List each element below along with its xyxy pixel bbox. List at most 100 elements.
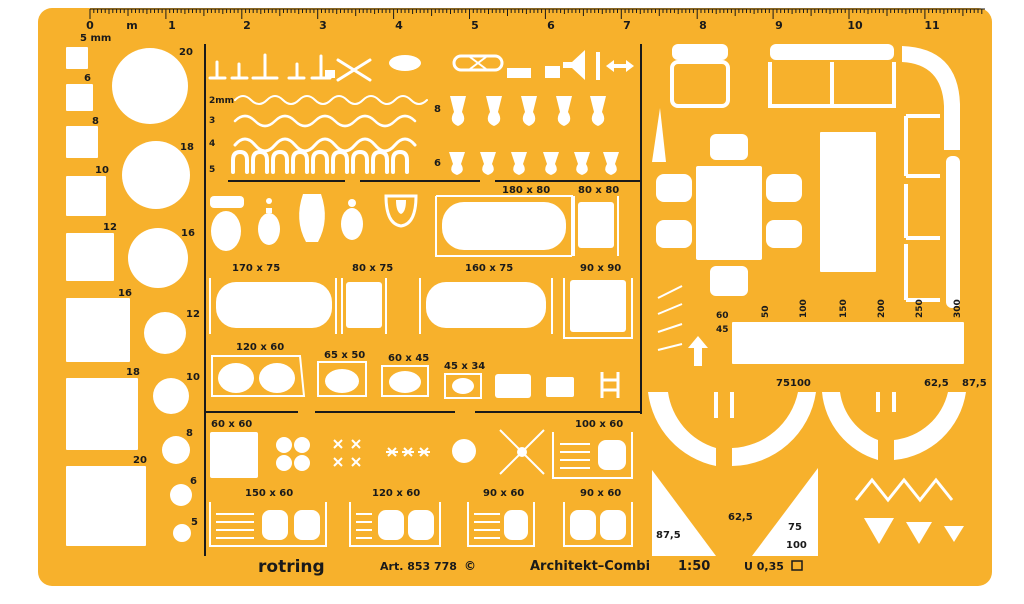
lamp-drop bbox=[603, 152, 619, 175]
wave-4 bbox=[233, 137, 417, 153]
triangle-small bbox=[944, 526, 964, 542]
bottom-label: 75 bbox=[788, 522, 802, 533]
circle-18 bbox=[122, 141, 190, 209]
sink-150x60-frame bbox=[209, 502, 327, 547]
double-sink-basin bbox=[259, 363, 295, 393]
tee-symbol bbox=[251, 53, 279, 80]
dimension-label: 180 x 80 bbox=[502, 185, 550, 196]
chair-bottom bbox=[710, 266, 748, 296]
tap-symbol bbox=[208, 60, 227, 80]
scale-value: 1:50 bbox=[678, 559, 710, 574]
lamp-drop bbox=[511, 152, 527, 175]
scale-label: 60 bbox=[716, 311, 729, 321]
chair-right bbox=[766, 174, 802, 202]
sink-basin bbox=[600, 510, 626, 540]
door-label: 62,5 bbox=[924, 378, 949, 389]
ruler-number: 4 bbox=[395, 19, 403, 32]
hob-ring bbox=[276, 437, 292, 453]
dimension-label: 120 x 60 bbox=[236, 342, 284, 353]
pen-spec-icon bbox=[791, 560, 803, 571]
triangle-cutout bbox=[652, 470, 716, 556]
door-arc-75 bbox=[648, 392, 716, 466]
shower-tray-90x90-frame bbox=[563, 278, 633, 339]
shower-symbol bbox=[384, 194, 418, 228]
ruler-ticks bbox=[89, 9, 983, 19]
dimension-label: 45 x 34 bbox=[444, 361, 485, 372]
dimension-label: 90 x 60 bbox=[580, 488, 621, 499]
switch-symbol bbox=[596, 52, 600, 80]
door-jamb bbox=[714, 392, 734, 418]
sofa-seat bbox=[768, 62, 896, 108]
bidet-bar bbox=[266, 208, 272, 213]
shower-tray-80x80 bbox=[573, 196, 619, 256]
dimension-label: 160 x 75 bbox=[465, 263, 513, 274]
chair-top bbox=[710, 134, 748, 160]
armchair-back bbox=[672, 44, 728, 60]
circle-stencils bbox=[112, 48, 192, 542]
sink-basin bbox=[504, 510, 528, 540]
dimension-label: 120 x 60 bbox=[372, 488, 420, 499]
scale-tick-label: 200 bbox=[877, 299, 887, 318]
dot-cutout bbox=[768, 537, 774, 543]
circle-5 bbox=[173, 524, 191, 542]
ruler-number: 2 bbox=[243, 19, 251, 32]
sink-100x60-basin bbox=[598, 440, 626, 470]
circle-8 bbox=[162, 436, 190, 464]
lamp-drop bbox=[521, 96, 537, 126]
square-label: 12 bbox=[103, 222, 117, 233]
lamp-drops-row-2 bbox=[449, 152, 619, 175]
fan-hub bbox=[517, 447, 527, 457]
square-12 bbox=[66, 233, 114, 281]
footer: rotring Art. 853 778 © Architekt–Combi 1… bbox=[258, 557, 803, 577]
furniture-stencils bbox=[648, 44, 966, 556]
lamp-drops-row-1 bbox=[450, 96, 606, 126]
wave-2mm bbox=[234, 95, 428, 105]
dimension-label: 100 x 60 bbox=[575, 419, 623, 430]
product-name: Architekt–Combi bbox=[530, 559, 650, 574]
triangle-small bbox=[864, 518, 894, 544]
lamp-row-label: 6 bbox=[434, 158, 441, 169]
cross-mark-group bbox=[333, 439, 361, 467]
copyright-mark: © bbox=[464, 559, 476, 573]
ruler-number: 0 bbox=[86, 19, 94, 32]
square-label: 20 bbox=[133, 455, 147, 466]
toilet-bowl bbox=[211, 211, 241, 251]
square-label: 16 bbox=[118, 288, 132, 299]
dimension-label: 90 x 90 bbox=[580, 263, 621, 274]
sofa-side-seats bbox=[904, 114, 940, 302]
ruler-number: 9 bbox=[775, 19, 783, 32]
circle-6 bbox=[170, 484, 192, 506]
lamp-row-label: 8 bbox=[434, 104, 441, 115]
sofa-back bbox=[770, 44, 894, 60]
hob-ring bbox=[276, 455, 292, 471]
tap-symbol bbox=[287, 62, 306, 80]
circle-10 bbox=[153, 378, 189, 414]
tap-symbol bbox=[230, 62, 249, 80]
bottom-label: 87,5 bbox=[656, 530, 681, 541]
sink-45x34-frame bbox=[444, 373, 482, 399]
square-label: 18 bbox=[126, 367, 140, 378]
ruler-unit-5mm: 5 mm bbox=[80, 33, 111, 44]
radiator-symbol bbox=[600, 372, 620, 398]
symbol-row-top-shapes bbox=[325, 50, 634, 80]
wave-stencils bbox=[231, 95, 428, 174]
square-18 bbox=[66, 378, 138, 450]
dimension-label: 80 x 75 bbox=[352, 263, 393, 274]
scale-tick-label: 100 bbox=[799, 299, 809, 318]
bottom-labels: 87,5 62,5 75 100 bbox=[656, 512, 807, 551]
square-label: 10 bbox=[95, 165, 109, 176]
lamp-drop bbox=[556, 96, 572, 126]
dimension-label: 170 x 75 bbox=[232, 263, 280, 274]
dimension-labels: 180 x 80 80 x 80 170 x 75 80 x 75 160 x … bbox=[211, 185, 623, 499]
speaker-icon bbox=[563, 50, 585, 80]
line-width-label: 2mm bbox=[209, 96, 234, 106]
lamp-symbol bbox=[389, 55, 421, 71]
circle-12 bbox=[144, 312, 186, 354]
lamp-drop bbox=[480, 152, 496, 175]
shower-tray-80x75-frame bbox=[341, 278, 387, 334]
stove-60x60 bbox=[210, 432, 258, 478]
scale-tick-label: 250 bbox=[915, 299, 925, 318]
connector-cross bbox=[469, 56, 487, 70]
lamp-drop bbox=[590, 96, 606, 126]
